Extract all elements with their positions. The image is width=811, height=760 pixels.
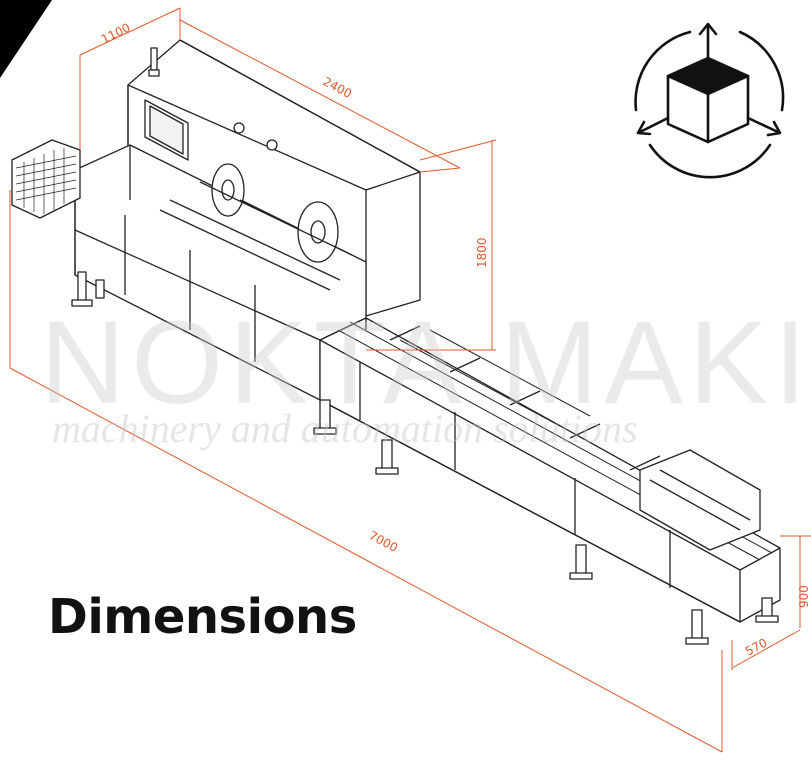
dim-label-width: 1100	[99, 20, 133, 46]
dim-label-length: 7000	[367, 528, 401, 555]
dim-label-conveyor-width: 570	[743, 636, 770, 659]
3d-box-dimensions-icon	[634, 22, 785, 179]
page-title: Dimensions	[48, 589, 357, 645]
dim-label-conveyor-height: 900	[797, 585, 811, 608]
corner-triangle	[0, 0, 52, 78]
dim-label-height: 1800	[475, 237, 489, 268]
watermark-brand: NOKTA MAKINA	[40, 297, 811, 429]
machine-outline	[11, 39, 781, 645]
dimension-lines	[9, 7, 811, 753]
watermark-tagline: machinery and automation solutions	[52, 406, 638, 451]
